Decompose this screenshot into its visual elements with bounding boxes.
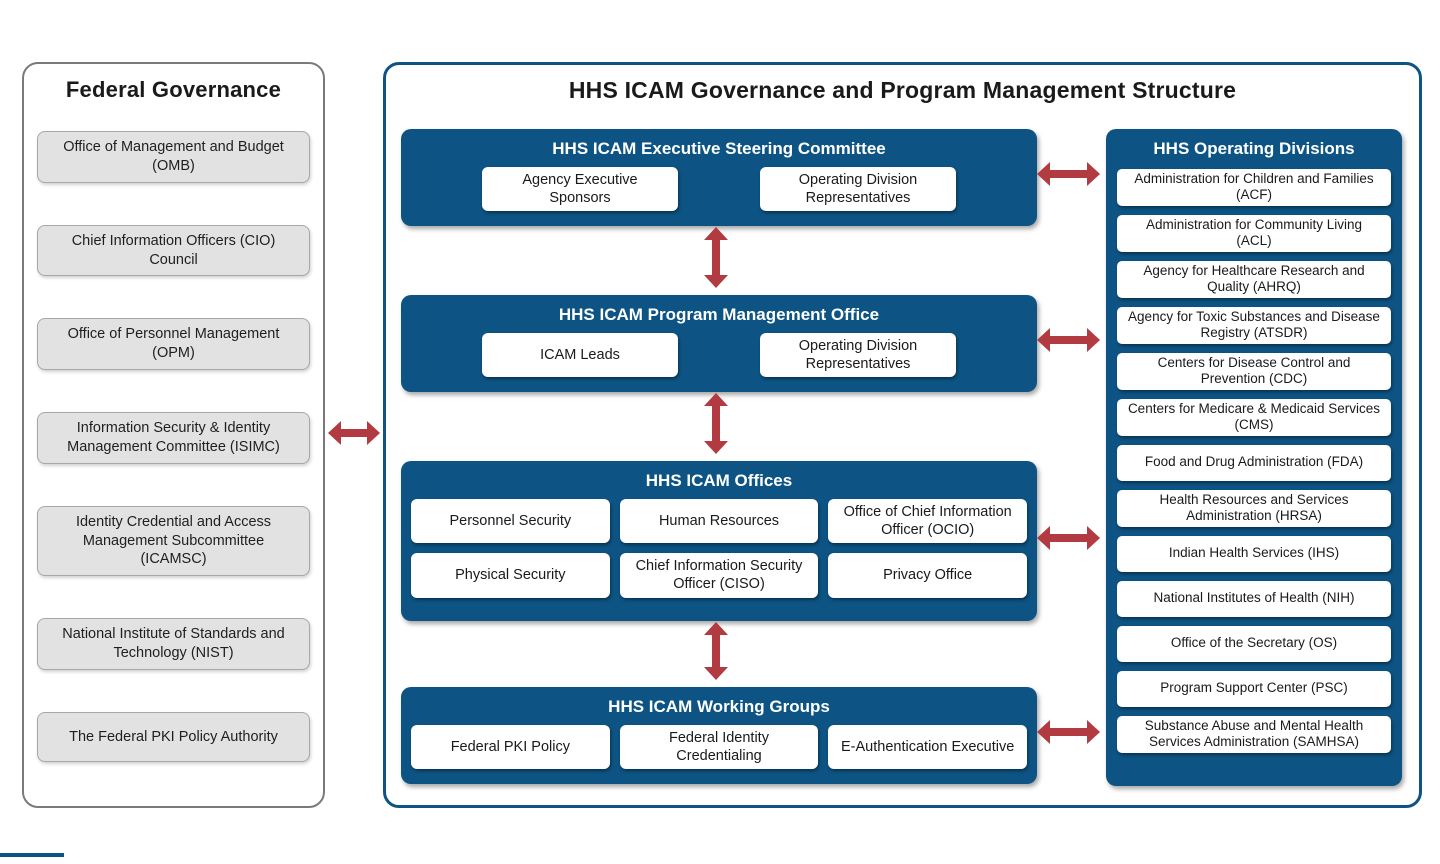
double-arrow-offices-to-working-groups-icon <box>704 622 728 680</box>
wg-item-federal-pki-policy: Federal PKI Policy <box>411 725 610 770</box>
pmo-item-opdiv-representatives: Operating Division Representatives <box>760 333 956 378</box>
federal-item-pki: The Federal PKI Policy Authority <box>37 711 310 762</box>
steering-subboxes: Agency Executive Sponsors Operating Divi… <box>401 167 1037 212</box>
arrow-head-right <box>1087 328 1100 352</box>
arrow-head-right <box>1087 720 1100 744</box>
arrow-head-down <box>704 441 728 454</box>
arrow-bar <box>339 429 369 437</box>
executive-steering-committee-box: HHS ICAM Executive Steering Committee Ag… <box>401 129 1037 226</box>
opdiv-item-acl: Administration for Community Living (ACL… <box>1117 214 1391 252</box>
federal-item-isimc: Information Security & Identity Manageme… <box>37 412 310 464</box>
offices-subboxes: Personnel Security Human Resources Offic… <box>401 491 1037 598</box>
double-arrow-offices-to-opdivs-icon <box>1037 526 1100 550</box>
arrow-head-up <box>704 393 728 406</box>
opdiv-item-psc: Program Support Center (PSC) <box>1117 670 1391 707</box>
double-arrow-federal-to-hhs-icon <box>328 421 380 445</box>
office-item-ciso: Chief Information Security Officer (CISO… <box>619 553 819 598</box>
hhs-icam-panel-title: HHS ICAM Governance and Program Manageme… <box>568 77 1237 103</box>
opdiv-item-nih: National Institutes of Health (NIH) <box>1117 580 1391 617</box>
hhs-operating-divisions-title: HHS Operating Divisions <box>1153 139 1355 158</box>
wg-item-eauthentication-executive: E-Authentication Executive <box>828 725 1027 770</box>
opdiv-item-fda: Food and Drug Administration (FDA) <box>1117 444 1391 481</box>
arrow-bar <box>1048 534 1089 542</box>
page-edge-decoration <box>0 853 64 857</box>
steering-item-opdiv-representatives: Operating Division Representatives <box>760 167 956 212</box>
double-arrow-working-groups-to-opdivs-icon <box>1037 720 1100 744</box>
federal-governance-panel: Federal Governance Office of Management … <box>22 62 325 808</box>
arrow-head-left <box>328 421 341 445</box>
program-management-office-title: HHS ICAM Program Management Office <box>558 305 880 324</box>
opdiv-item-acf: Administration for Children and Families… <box>1117 169 1391 206</box>
double-arrow-steering-to-pmo-icon <box>704 227 728 288</box>
arrow-head-up <box>704 227 728 240</box>
arrow-head-down <box>704 667 728 680</box>
opdiv-item-atsdr: Agency for Toxic Substances and Disease … <box>1117 306 1391 344</box>
federal-item-opm: Office of Personnel Management (OPM) <box>37 318 310 371</box>
pmo-subboxes: ICAM Leads Operating Division Representa… <box>401 333 1037 378</box>
opdiv-item-ihs: Indian Health Services (IHS) <box>1117 535 1391 572</box>
wg-item-federal-identity-credentialing: Federal Identity Credentialing <box>619 725 819 770</box>
federal-governance-list: Office of Management and Budget (OMB) Ch… <box>24 103 323 762</box>
arrow-head-left <box>1037 720 1050 744</box>
arrow-bar <box>712 238 720 277</box>
opdiv-item-cdc: Centers for Disease Control and Preventi… <box>1117 352 1391 390</box>
operating-divisions-list: Administration for Children and Families… <box>1106 159 1402 753</box>
federal-item-omb: Office of Management and Budget (OMB) <box>37 131 310 183</box>
opdiv-item-cms: Centers for Medicare & Medicaid Services… <box>1117 398 1391 436</box>
hhs-icam-panel: HHS ICAM Governance and Program Manageme… <box>383 62 1422 808</box>
hhs-operating-divisions-box: HHS Operating Divisions Administration f… <box>1106 129 1402 786</box>
office-item-human-resources: Human Resources <box>619 499 819 544</box>
double-arrow-pmo-to-opdivs-icon <box>1037 328 1100 352</box>
arrow-head-right <box>1087 162 1100 186</box>
program-management-office-box: HHS ICAM Program Management Office ICAM … <box>401 295 1037 392</box>
federal-item-icamsc: Identity Credential and Access Managemen… <box>37 505 310 577</box>
office-item-privacy-office: Privacy Office <box>828 553 1027 598</box>
pmo-item-icam-leads: ICAM Leads <box>482 333 678 378</box>
arrow-head-up <box>704 622 728 635</box>
arrow-bar <box>712 633 720 669</box>
federal-item-nist: National Institute of Standards and Tech… <box>37 618 310 670</box>
federal-item-cio: Chief Information Officers (CIO) Council <box>37 224 310 277</box>
opdiv-item-ahrq: Agency for Healthcare Research and Quali… <box>1117 260 1391 298</box>
federal-governance-title: Federal Governance <box>65 77 282 102</box>
arrow-head-down <box>704 275 728 288</box>
hhs-icam-working-groups-box: HHS ICAM Working Groups Federal PKI Poli… <box>401 687 1037 784</box>
double-arrow-steering-to-opdivs-icon <box>1037 162 1100 186</box>
double-arrow-pmo-to-offices-icon <box>704 393 728 454</box>
arrow-bar <box>1048 728 1089 736</box>
working-groups-subboxes: Federal PKI Policy Federal Identity Cred… <box>401 717 1037 770</box>
office-item-personnel-security: Personnel Security <box>411 499 610 544</box>
executive-steering-committee-title: HHS ICAM Executive Steering Committee <box>552 139 886 158</box>
arrow-head-left <box>1037 162 1050 186</box>
office-item-physical-security: Physical Security <box>411 553 610 598</box>
opdiv-item-samhsa: Substance Abuse and Mental Health Servic… <box>1117 715 1391 753</box>
arrow-head-left <box>1037 526 1050 550</box>
opdiv-item-os: Office of the Secretary (OS) <box>1117 625 1391 662</box>
hhs-icam-offices-title: HHS ICAM Offices <box>645 471 793 490</box>
arrow-bar <box>1048 336 1089 344</box>
hhs-icam-working-groups-title: HHS ICAM Working Groups <box>608 697 830 716</box>
arrow-bar <box>712 404 720 443</box>
arrow-bar <box>1048 170 1089 178</box>
arrow-head-right <box>1087 526 1100 550</box>
steering-item-agency-executive-sponsors: Agency Executive Sponsors <box>482 167 678 212</box>
opdiv-item-hrsa: Health Resources and Services Administra… <box>1117 489 1391 527</box>
arrow-head-right <box>367 421 380 445</box>
arrow-head-left <box>1037 328 1050 352</box>
office-item-ocio: Office of Chief Information Officer (OCI… <box>828 499 1027 544</box>
hhs-icam-offices-box: HHS ICAM Offices Personnel Security Huma… <box>401 461 1037 621</box>
